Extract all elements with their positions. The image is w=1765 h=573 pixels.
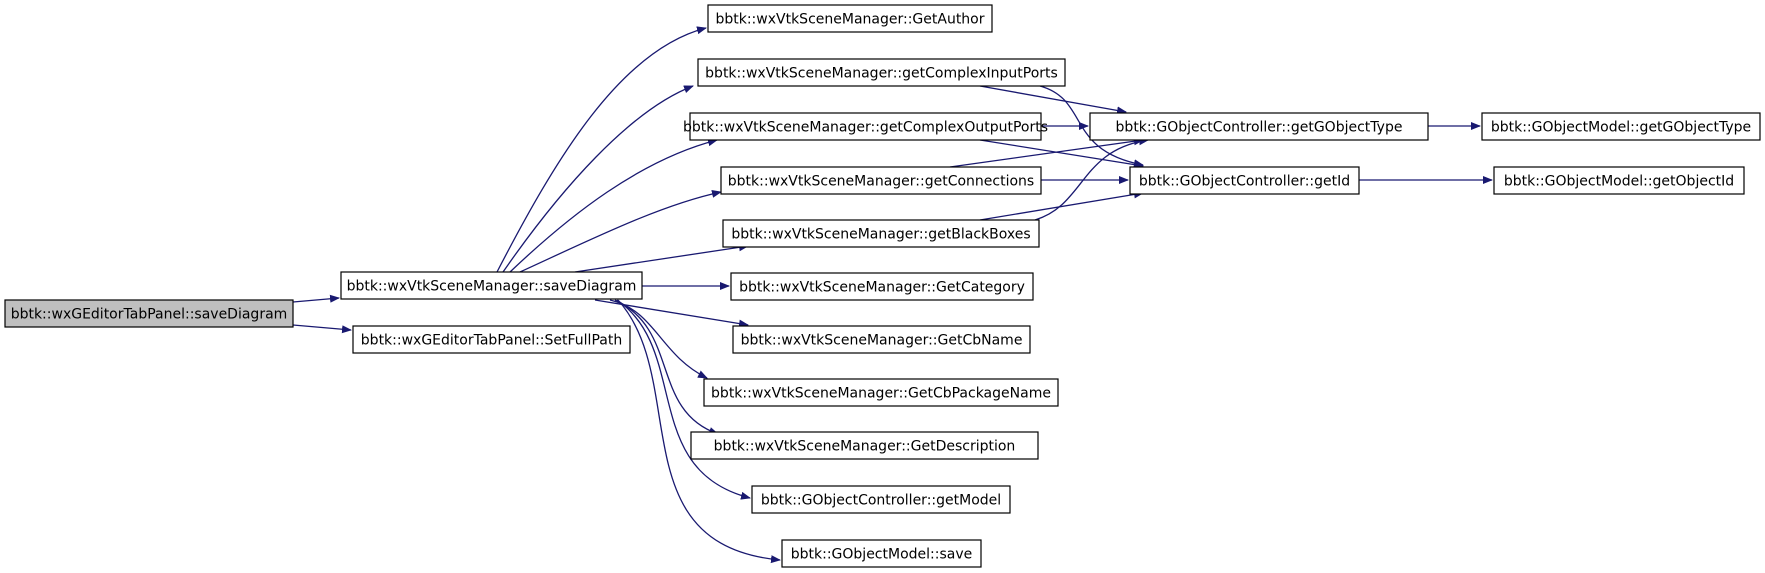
node-get-complex-input-ports[interactable]: bbtk::wxVtkSceneManager::getComplexInput…	[697, 58, 1066, 87]
node-label: bbtk::wxVtkSceneManager::getComplexOutpu…	[683, 120, 1048, 136]
edge-savediagram-to-getcomplexinputports	[502, 85, 694, 273]
node-label: bbtk::wxVtkSceneManager::GetCbPackageNam…	[711, 386, 1051, 402]
node-get-cb-package-name[interactable]: bbtk::wxVtkSceneManager::GetCbPackageNam…	[703, 378, 1059, 407]
node-get-model[interactable]: bbtk::GObjectController::getModel	[751, 485, 1011, 514]
node-model-get-gobject-type[interactable]: bbtk::GObjectModel::getGObjectType	[1481, 112, 1761, 141]
node-get-id[interactable]: bbtk::GObjectController::getId	[1129, 166, 1360, 195]
node-model-get-object-id[interactable]: bbtk::GObjectModel::getObjectId	[1493, 166, 1745, 195]
edge-blackboxes-to-getid	[979, 190, 1144, 221]
node-label: bbtk::wxVtkSceneManager::GetCbName	[741, 333, 1023, 349]
node-root[interactable]: bbtk::wxGEditorTabPanel::saveDiagram	[4, 299, 294, 328]
node-label: bbtk::GObjectController::getGObjectType	[1116, 120, 1403, 136]
edge-savediagram-to-getcomplexoutputports	[509, 138, 718, 273]
edge-savediagram-to-getcbname	[594, 299, 749, 328]
node-gobject-model-save[interactable]: bbtk::GObjectModel::save	[781, 539, 982, 568]
node-get-black-boxes[interactable]: bbtk::wxVtkSceneManager::getBlackBoxes	[722, 219, 1040, 248]
node-label: bbtk::wxVtkSceneManager::GetDescription	[714, 439, 1016, 455]
edge-savediagram-to-getblackboxes	[574, 243, 749, 273]
node-get-description[interactable]: bbtk::wxVtkSceneManager::GetDescription	[690, 431, 1039, 460]
edges	[292, 26, 1493, 564]
node-set-full-path[interactable]: bbtk::wxGEditorTabPanel::SetFullPath	[352, 325, 631, 354]
node-label: bbtk::wxVtkSceneManager::GetAuthor	[715, 12, 984, 28]
edge-savediagram-to-gobjectmodelsave	[617, 299, 781, 564]
edge-savediagram-to-getconnections	[519, 189, 722, 273]
edge-root-to-savediagram	[292, 294, 340, 303]
edge-outputports-to-getid	[979, 139, 1144, 169]
edge-savediagram-to-getauthor	[496, 26, 707, 273]
node-save-diagram[interactable]: bbtk::wxVtkSceneManager::saveDiagram	[340, 271, 643, 300]
node-label: bbtk::wxVtkSceneManager::getComplexInput…	[705, 66, 1058, 82]
node-label: bbtk::wxVtkSceneManager::getBlackBoxes	[731, 227, 1030, 243]
edge-root-to-setfullpath	[292, 324, 352, 334]
edge-savediagram-to-getmodel	[616, 299, 751, 500]
node-label: bbtk::wxVtkSceneManager::getConnections	[728, 174, 1034, 190]
edge-savediagram-to-getdescription	[614, 299, 719, 435]
node-get-connections[interactable]: bbtk::wxVtkSceneManager::getConnections	[720, 166, 1042, 195]
node-get-category[interactable]: bbtk::wxVtkSceneManager::GetCategory	[730, 272, 1034, 301]
node-get-cb-name[interactable]: bbtk::wxVtkSceneManager::GetCbName	[732, 325, 1031, 354]
edge-connections-to-getgobjecttype	[949, 137, 1144, 168]
node-label: bbtk::GObjectController::getModel	[761, 493, 1001, 509]
node-label: bbtk::wxVtkSceneManager::saveDiagram	[347, 279, 637, 295]
node-label: bbtk::GObjectModel::getGObjectType	[1491, 120, 1751, 136]
node-label: bbtk::wxVtkSceneManager::GetCategory	[739, 280, 1025, 296]
node-label: bbtk::GObjectController::getId	[1139, 174, 1350, 190]
node-get-author[interactable]: bbtk::wxVtkSceneManager::GetAuthor	[707, 4, 993, 33]
node-label: bbtk::wxGEditorTabPanel::saveDiagram	[11, 307, 288, 323]
node-label: bbtk::wxGEditorTabPanel::SetFullPath	[361, 333, 622, 349]
node-label: bbtk::GObjectModel::save	[791, 547, 973, 563]
node-get-gobject-type[interactable]: bbtk::GObjectController::getGObjectType	[1089, 112, 1429, 141]
edge-blackboxes-to-getgobjecttype	[1034, 137, 1149, 221]
edge-inputports-to-getgobjecttype	[979, 85, 1127, 115]
node-get-complex-output-ports[interactable]: bbtk::wxVtkSceneManager::getComplexOutpu…	[683, 112, 1048, 141]
node-label: bbtk::GObjectModel::getObjectId	[1504, 174, 1734, 190]
